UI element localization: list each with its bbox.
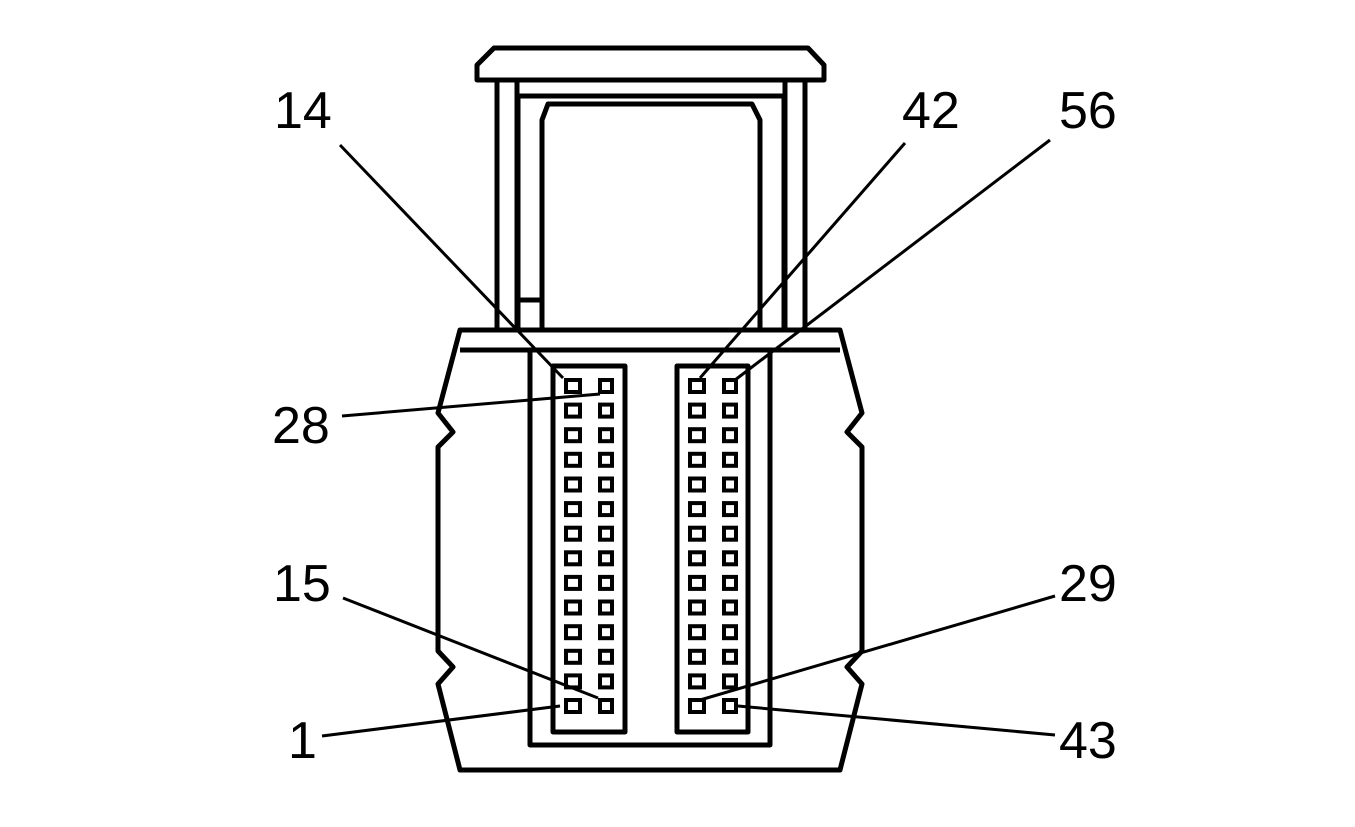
pin-terminal xyxy=(564,501,582,518)
pin-terminal xyxy=(722,673,738,690)
pin-terminal xyxy=(688,698,706,714)
pin-terminal xyxy=(722,574,738,591)
pin-terminal xyxy=(564,698,582,714)
pin-terminal xyxy=(598,501,614,518)
pin-terminal xyxy=(598,574,614,591)
pin-label-28: 28 xyxy=(272,397,330,455)
latch-arm-left xyxy=(494,77,520,333)
pin-terminal xyxy=(564,427,582,444)
latch-arm-right xyxy=(782,77,808,333)
pin-terminal xyxy=(722,648,738,665)
pin-terminal xyxy=(564,574,582,591)
pin-terminal xyxy=(564,550,582,567)
pin-terminal xyxy=(564,378,582,394)
leader-line-1 xyxy=(321,704,561,738)
pin-label-1: 1 xyxy=(288,712,317,770)
pin-terminal xyxy=(564,402,582,419)
pin-terminal xyxy=(688,648,706,665)
leader-line-29 xyxy=(699,594,1056,702)
pin-label-56: 56 xyxy=(1059,82,1117,140)
leader-line-28 xyxy=(341,392,601,418)
pin-terminal xyxy=(688,427,706,444)
pin-terminal xyxy=(722,525,738,542)
pin-terminal xyxy=(688,476,706,493)
latch-frame xyxy=(515,93,787,333)
pin-terminal xyxy=(598,525,614,542)
pin-label-43: 43 xyxy=(1059,712,1117,770)
pin-terminal xyxy=(598,648,614,665)
pin-label-29: 29 xyxy=(1059,555,1117,613)
pin-terminal xyxy=(564,599,582,616)
pin-terminal xyxy=(722,550,738,567)
leader-line-42 xyxy=(698,142,907,379)
pin-terminal xyxy=(722,451,738,468)
pin-terminal xyxy=(688,550,706,567)
pin-terminal xyxy=(722,476,738,493)
pin-terminal xyxy=(564,525,582,542)
pin-terminal xyxy=(722,427,738,444)
pin-terminal xyxy=(598,427,614,444)
pin-cavity-frame xyxy=(527,347,773,748)
pin-terminal xyxy=(722,624,738,641)
pin-terminal xyxy=(688,599,706,616)
pin-terminal xyxy=(564,624,582,641)
pin-terminal xyxy=(598,599,614,616)
pin-terminal xyxy=(564,648,582,665)
pin-terminal xyxy=(722,402,738,419)
pin-terminal xyxy=(598,624,614,641)
pin-terminal xyxy=(688,624,706,641)
pin-terminals xyxy=(564,378,738,714)
pin-terminal xyxy=(722,599,738,616)
leader-line-15 xyxy=(342,596,599,700)
pin-terminal xyxy=(722,501,738,518)
pin-block-right xyxy=(674,363,751,735)
leader-line-56 xyxy=(734,138,1051,382)
pin-terminal xyxy=(564,476,582,493)
pin-label-14: 14 xyxy=(274,82,332,140)
leader-line-43 xyxy=(737,704,1056,737)
pin-terminal xyxy=(688,501,706,518)
pin-terminal xyxy=(688,525,706,542)
pin-terminal xyxy=(598,476,614,493)
pin-label-42: 42 xyxy=(902,82,960,140)
pin-terminal xyxy=(688,451,706,468)
leader-line-14 xyxy=(338,143,565,380)
pin-terminal xyxy=(598,378,614,394)
latch-window xyxy=(539,101,763,333)
pin-terminal xyxy=(598,673,614,690)
connector-body xyxy=(435,327,865,773)
pin-terminal xyxy=(598,698,614,714)
pin-terminal xyxy=(722,378,738,394)
pin-terminal xyxy=(688,673,706,690)
pin-label-15: 15 xyxy=(273,555,331,613)
pin-terminal xyxy=(598,550,614,567)
pin-terminal xyxy=(688,574,706,591)
pin-terminal xyxy=(688,378,706,394)
latch-cap xyxy=(474,45,827,83)
pin-terminal xyxy=(598,451,614,468)
pin-block-left xyxy=(550,363,628,735)
pin-terminal xyxy=(688,402,706,419)
pin-terminal xyxy=(564,451,582,468)
pin-terminal xyxy=(722,698,738,714)
pin-terminal xyxy=(598,402,614,419)
